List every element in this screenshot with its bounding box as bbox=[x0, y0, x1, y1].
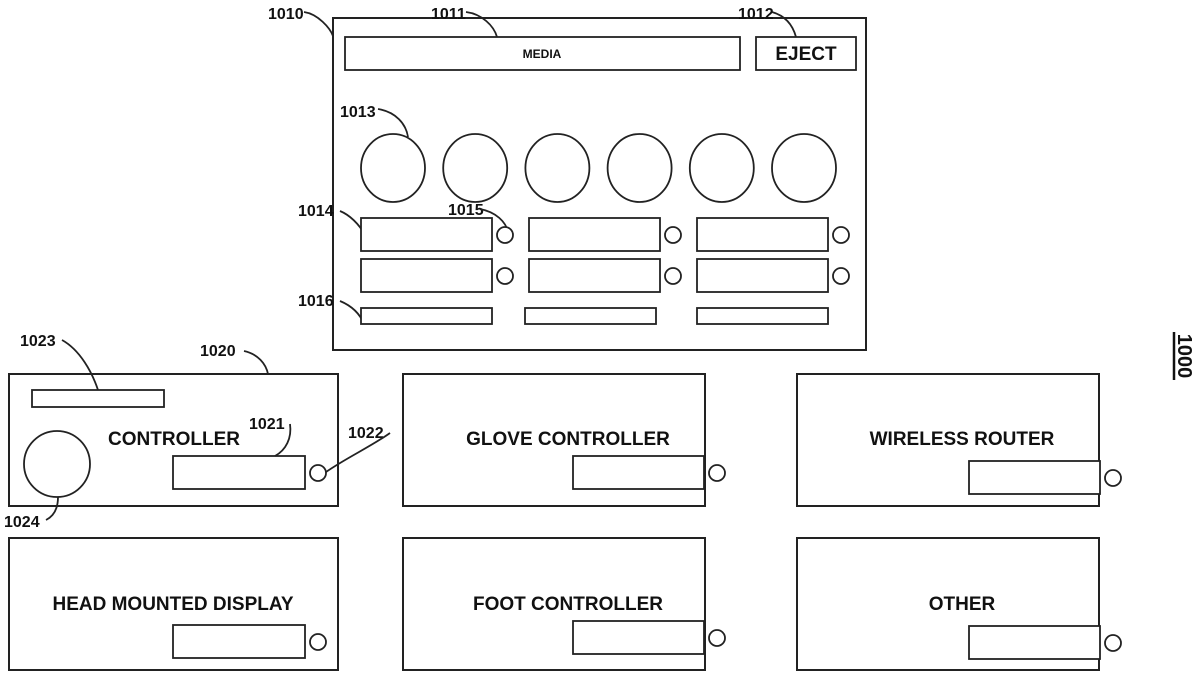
glove-controller-slot[interactable] bbox=[572, 455, 705, 490]
knob[interactable] bbox=[524, 133, 591, 203]
ref-label-controller: 1020 bbox=[200, 343, 236, 360]
controller-indicator bbox=[309, 464, 327, 482]
media-strip bbox=[524, 307, 657, 325]
ref-label-strips: 1016 bbox=[298, 293, 334, 310]
head-mounted-display-slot[interactable] bbox=[172, 624, 306, 659]
wireless-router-indicator bbox=[1104, 469, 1122, 487]
leader-line-eject bbox=[771, 11, 797, 38]
media-bar-label: MEDIA bbox=[523, 47, 562, 61]
foot-controller-indicator bbox=[708, 629, 726, 647]
slot-grid bbox=[360, 217, 850, 293]
indicator-light bbox=[832, 267, 850, 285]
leader-line-controller-slot bbox=[274, 423, 292, 457]
leader-line-controller bbox=[243, 350, 269, 375]
controller-slot[interactable] bbox=[172, 455, 306, 490]
leader-line-knobs bbox=[377, 108, 409, 138]
media-slot[interactable] bbox=[360, 217, 493, 252]
indicator-light bbox=[664, 267, 682, 285]
media-slot[interactable] bbox=[696, 217, 829, 252]
ref-label-indicators: 1015 bbox=[448, 202, 484, 219]
ref-label-controller-strip: 1023 bbox=[20, 333, 56, 350]
device-glove-controller: GLOVE CONTROLLER bbox=[402, 373, 726, 507]
media-strip bbox=[360, 307, 493, 325]
controller-knob[interactable] bbox=[23, 430, 91, 498]
ref-label-controller-knob: 1024 bbox=[4, 514, 40, 531]
strip-row bbox=[360, 307, 829, 325]
device-grid: GLOVE CONTROLLER WIRELESS ROUTER HEAD MOUN… bbox=[8, 373, 1122, 671]
media-strip bbox=[696, 307, 829, 325]
knob-row bbox=[360, 133, 837, 203]
ref-label-media-bar: 1011 bbox=[431, 6, 466, 23]
indicator-light bbox=[832, 226, 850, 244]
controller-strip bbox=[31, 389, 165, 408]
other-label: OTHER bbox=[929, 594, 996, 615]
ref-label-knobs: 1013 bbox=[340, 104, 376, 121]
wireless-router-label: WIRELESS ROUTER bbox=[870, 429, 1055, 450]
ref-label-controller-slot: 1021 bbox=[249, 416, 285, 433]
ref-label-controller-indicator: 1022 bbox=[348, 425, 384, 442]
ref-label-slots: 1014 bbox=[298, 203, 334, 220]
knob[interactable] bbox=[360, 133, 426, 203]
indicator-light bbox=[664, 226, 682, 244]
ref-label-eject: 1012 bbox=[738, 6, 774, 23]
media-bar[interactable] bbox=[344, 36, 741, 71]
leader-line-controller-indicator bbox=[325, 432, 391, 473]
wireless-router-slot[interactable] bbox=[968, 460, 1101, 495]
knob[interactable] bbox=[688, 133, 755, 203]
eject-button-label: EJECT bbox=[775, 44, 837, 65]
knob[interactable] bbox=[771, 133, 837, 203]
media-slot[interactable] bbox=[528, 217, 661, 252]
head-mounted-display-label: HEAD MOUNTED DISPLAY bbox=[52, 594, 293, 615]
device-controller: 1020 1023 1024 CONTROLLER 1021 1022 bbox=[4, 333, 391, 531]
knob[interactable] bbox=[606, 133, 673, 203]
media-slot[interactable] bbox=[696, 258, 829, 293]
media-slot[interactable] bbox=[528, 258, 661, 293]
glove-controller-indicator bbox=[708, 464, 726, 482]
foot-controller-label: FOOT CONTROLLER bbox=[473, 594, 663, 615]
device-head-mounted-display: HEAD MOUNTED DISPLAY bbox=[8, 537, 339, 671]
media-slot[interactable] bbox=[360, 258, 493, 293]
device-foot-controller: FOOT CONTROLLER bbox=[402, 537, 726, 671]
device-wireless-router: WIRELESS ROUTER bbox=[796, 373, 1122, 507]
knob[interactable] bbox=[442, 133, 509, 203]
indicator-light bbox=[496, 226, 514, 244]
glove-controller-label: GLOVE CONTROLLER bbox=[466, 429, 670, 450]
indicator-light bbox=[496, 267, 514, 285]
leader-line-controller-knob bbox=[45, 496, 59, 521]
other-slot[interactable] bbox=[968, 625, 1101, 660]
figure-number-text: 1000 bbox=[1173, 334, 1195, 379]
other-indicator bbox=[1104, 634, 1122, 652]
eject-button[interactable] bbox=[755, 36, 857, 71]
device-other: OTHER bbox=[796, 537, 1122, 671]
ref-label-console: 1010 bbox=[268, 6, 304, 23]
head-mounted-display-indicator bbox=[309, 633, 327, 651]
leader-line-console bbox=[303, 11, 334, 37]
controller-label: CONTROLLER bbox=[108, 429, 240, 450]
foot-controller-slot[interactable] bbox=[572, 620, 705, 655]
leader-line-media-bar bbox=[465, 11, 498, 38]
figure-number: 1000 bbox=[1172, 332, 1195, 380]
media-console: 1010 MEDIA 1011 EJECT 1012 1013 1014 101… bbox=[268, 6, 867, 351]
leader-line-controller-strip bbox=[61, 339, 99, 391]
